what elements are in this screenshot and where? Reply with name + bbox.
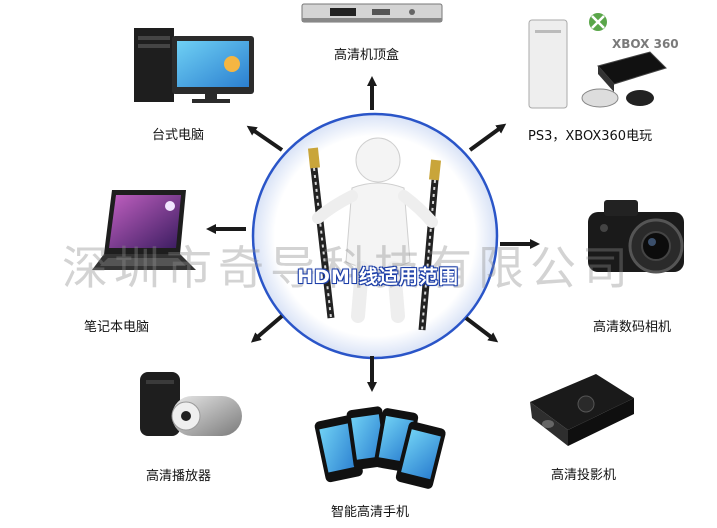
hdmi-cable-left <box>307 147 335 319</box>
arrow-to-projector <box>464 316 499 343</box>
laptop-image <box>92 190 196 270</box>
xbox-logo-text: XBOX 360 <box>612 37 679 51</box>
arrow-to-desktop <box>246 125 284 152</box>
figure-with-cables <box>307 137 442 331</box>
center-title: HDMI线适用范围 <box>297 266 459 288</box>
label-player: 高清播放器 <box>146 469 212 484</box>
label-laptop: 笔记本电脑 <box>84 320 150 335</box>
arrows <box>206 76 540 392</box>
desktop-image <box>134 28 254 103</box>
camera-image <box>588 200 684 274</box>
smartphones-image <box>314 406 446 489</box>
label-projector: 高清投影机 <box>551 468 617 483</box>
label-set-top-box: 高清机顶盒 <box>334 48 400 63</box>
hdmi-cable-right <box>418 159 442 331</box>
set-top-box-image <box>301 3 443 23</box>
media-player-image <box>140 372 242 436</box>
label-phone: 智能高清手机 <box>331 505 410 520</box>
company-watermark: 深圳市奇导科技有限公司 <box>62 241 634 295</box>
label-desktop: 台式电脑 <box>152 128 205 143</box>
projector-image <box>530 374 634 446</box>
arrow-to-game-console <box>468 123 507 152</box>
arrow-to-player <box>250 314 284 343</box>
game-console-image: XBOX 360 <box>528 13 679 109</box>
label-game-console: PS3，XBOX360电玩 <box>528 129 653 144</box>
label-camera: 高清数码相机 <box>593 320 672 335</box>
